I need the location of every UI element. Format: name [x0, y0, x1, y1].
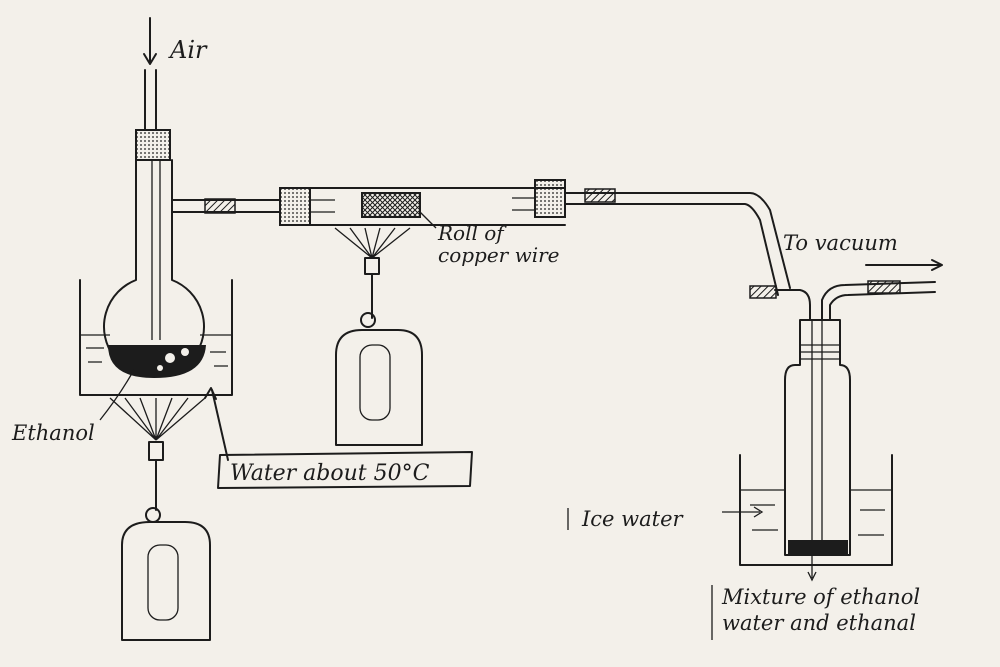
copper-wire-roll — [361, 192, 421, 218]
vacuum-outlet: To vacuum — [783, 231, 943, 271]
label-mixture-line2: water and ethanal — [722, 611, 916, 635]
flask-stopper — [135, 129, 171, 161]
label-copper-group: Roll of copper wire — [419, 211, 560, 267]
label-water-bath: Water about 50°C — [230, 461, 430, 486]
rubber-connector — [204, 198, 236, 214]
ethanol-liquid — [108, 345, 206, 378]
label-ice-water: Ice water — [581, 507, 685, 531]
label-water-box: Water about 50°C — [204, 387, 473, 489]
label-copper-line1: Roll of — [437, 221, 507, 245]
label-ethanol: Ethanol — [11, 421, 95, 445]
label-air: Air — [168, 36, 208, 64]
bunsen-burner-2 — [334, 227, 423, 446]
label-mixture-group: Mixture of ethanol water and ethanal — [711, 556, 920, 640]
label-ethanol-group: Ethanol — [11, 367, 136, 445]
round-bottom-flask — [103, 69, 281, 378]
condensate-liquid — [788, 540, 848, 554]
label-copper-line2: copper wire — [438, 243, 560, 267]
label-vacuum: To vacuum — [783, 231, 898, 255]
label-mixture-line1: Mixture of ethanol — [721, 585, 920, 609]
collection-bottle — [749, 280, 936, 556]
bunsen-burner-1 — [109, 397, 211, 641]
water-bath — [79, 279, 233, 396]
rubber-connector — [584, 188, 616, 203]
air-inlet-arrow — [143, 17, 157, 65]
label-ice-water-group: Ice water — [567, 506, 764, 531]
combustion-tube — [279, 179, 791, 296]
ice-bath — [739, 454, 893, 566]
